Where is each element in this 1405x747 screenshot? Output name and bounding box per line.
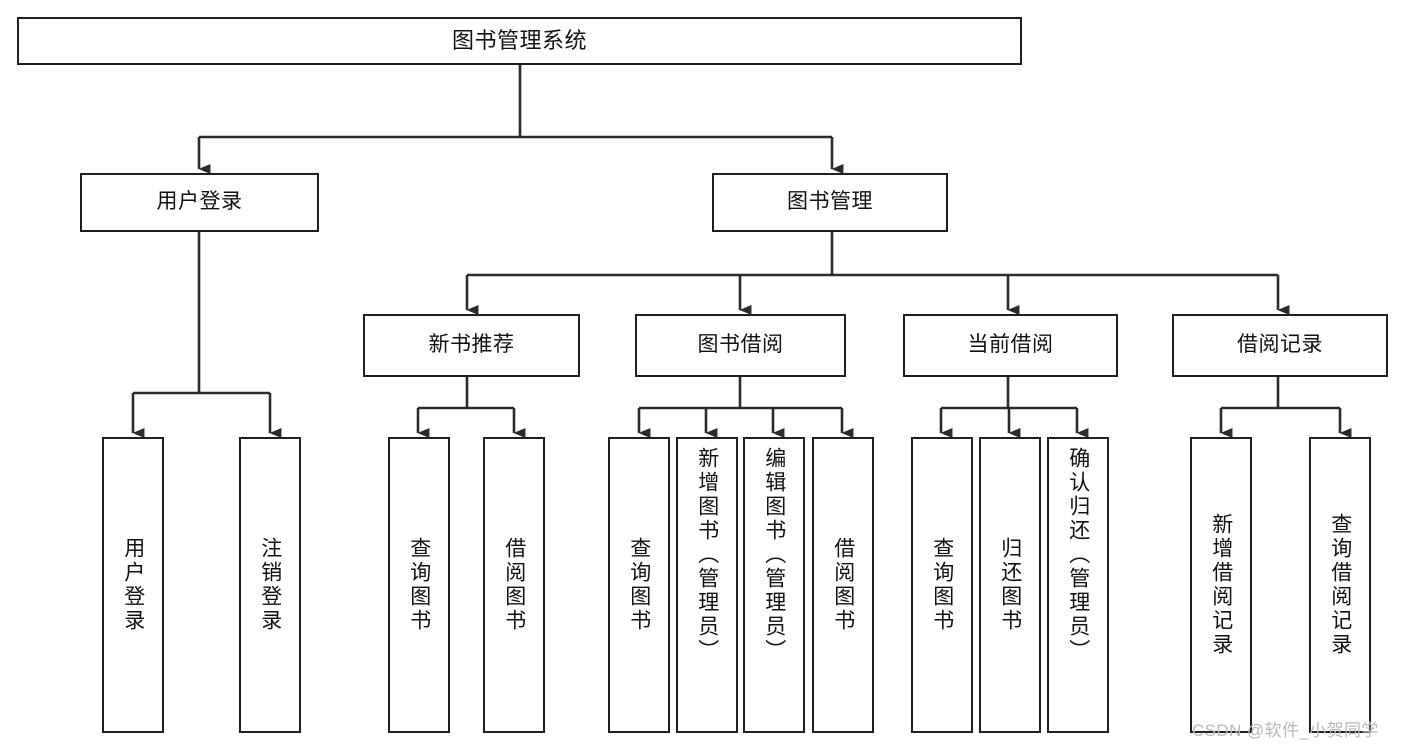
node-leaf-edit-book-admin[interactable]: 编辑图书（管理员）	[743, 437, 805, 733]
node-leaf-add-book-admin[interactable]: 新增图书（管理员）	[676, 437, 738, 733]
node-leaf-return-book[interactable]: 归还图书	[979, 437, 1041, 733]
node-leaf-add-book-admin-label: 新增图书（管理员）	[695, 447, 719, 663]
node-leaf-confirm-return-admin[interactable]: 确认归还（管理员）	[1047, 437, 1109, 733]
node-leaf-query-book-borrow-label: 查询图书	[627, 537, 651, 633]
node-leaf-borrow-book-new-label: 借阅图书	[502, 537, 526, 633]
node-user-login[interactable]: 用户登录	[80, 173, 319, 232]
node-root-label: 图书管理系统	[451, 28, 587, 54]
node-leaf-borrow-book[interactable]: 借阅图书	[812, 437, 874, 733]
node-leaf-logout-label: 注销登录	[258, 537, 282, 633]
node-leaf-query-book-borrow[interactable]: 查询图书	[608, 437, 670, 733]
node-leaf-add-borrow-record[interactable]: 新增借阅记录	[1190, 437, 1252, 733]
node-current-borrow-label: 当前借阅	[967, 333, 1054, 357]
node-leaf-query-book-new[interactable]: 查询图书	[388, 437, 450, 733]
node-leaf-user-login[interactable]: 用户登录	[102, 437, 164, 733]
node-new-book-recommendation[interactable]: 新书推荐	[363, 314, 580, 377]
node-leaf-user-login-label: 用户登录	[121, 537, 145, 633]
node-leaf-query-borrow-record-label: 查询借阅记录	[1328, 513, 1352, 657]
node-book-management[interactable]: 图书管理	[712, 173, 948, 232]
node-root-library-system[interactable]: 图书管理系统	[17, 17, 1022, 65]
node-leaf-borrow-book-new[interactable]: 借阅图书	[483, 437, 545, 733]
node-book-borrow-label: 图书借阅	[697, 333, 784, 357]
node-leaf-query-book-current[interactable]: 查询图书	[911, 437, 973, 733]
node-user-login-label: 用户登录	[156, 190, 243, 214]
watermark-text: CSDN @软件_小贺同学	[1192, 721, 1379, 740]
node-leaf-add-borrow-record-label: 新增借阅记录	[1209, 513, 1233, 657]
node-borrow-record[interactable]: 借阅记录	[1172, 314, 1388, 377]
node-borrow-record-label: 借阅记录	[1237, 333, 1323, 357]
node-leaf-query-book-current-label: 查询图书	[930, 537, 954, 633]
node-book-borrow[interactable]: 图书借阅	[635, 314, 846, 377]
node-leaf-borrow-book-label: 借阅图书	[831, 537, 855, 633]
node-leaf-confirm-return-admin-label: 确认归还（管理员）	[1066, 447, 1090, 663]
node-leaf-edit-book-admin-label: 编辑图书（管理员）	[762, 447, 786, 663]
node-leaf-logout[interactable]: 注销登录	[239, 437, 301, 733]
node-leaf-query-borrow-record[interactable]: 查询借阅记录	[1309, 437, 1371, 733]
node-new-book-recommendation-label: 新书推荐	[428, 333, 515, 357]
node-leaf-query-book-new-label: 查询图书	[407, 537, 431, 633]
node-leaf-return-book-label: 归还图书	[998, 537, 1022, 633]
node-book-management-label: 图书管理	[787, 190, 873, 214]
node-current-borrow[interactable]: 当前借阅	[903, 314, 1118, 377]
